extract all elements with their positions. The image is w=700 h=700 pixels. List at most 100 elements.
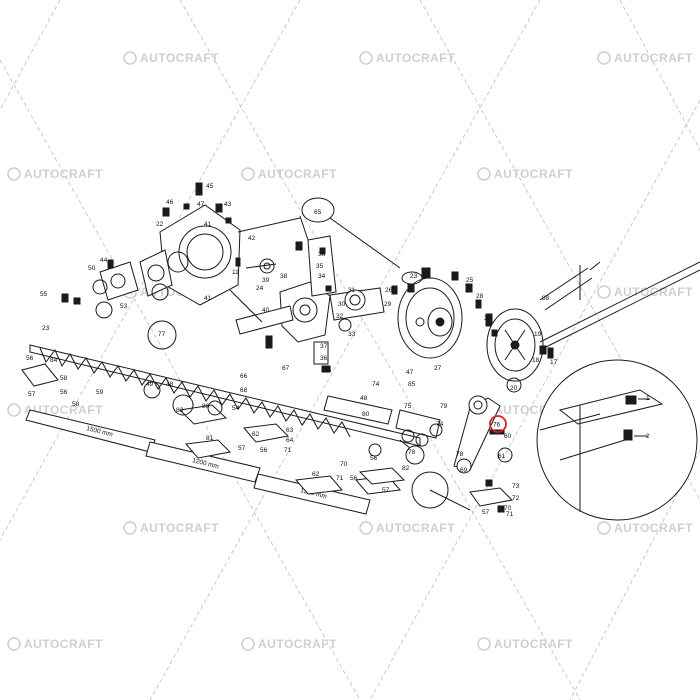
svg-text:44: 44 bbox=[100, 257, 108, 264]
svg-text:AUTOCRAFT: AUTOCRAFT bbox=[376, 521, 455, 535]
svg-text:37: 37 bbox=[320, 343, 328, 350]
watermark-logo: AUTOCRAFT bbox=[477, 637, 573, 651]
svg-text:47: 47 bbox=[197, 201, 205, 208]
svg-text:AUTOCRAFT: AUTOCRAFT bbox=[614, 51, 693, 65]
svg-text:AUTOCRAFT: AUTOCRAFT bbox=[140, 521, 219, 535]
svg-text:1: 1 bbox=[646, 395, 650, 402]
svg-text:62: 62 bbox=[312, 471, 320, 478]
svg-text:80: 80 bbox=[362, 411, 370, 418]
svg-text:32: 32 bbox=[336, 313, 344, 320]
inset-detail bbox=[536, 359, 698, 521]
svg-text:18: 18 bbox=[532, 357, 540, 364]
svg-text:AUTOCRAFT: AUTOCRAFT bbox=[494, 167, 573, 181]
svg-text:86: 86 bbox=[202, 403, 210, 410]
watermark-logo: AUTOCRAFT bbox=[241, 167, 337, 181]
svg-text:59: 59 bbox=[96, 389, 104, 396]
svg-text:63: 63 bbox=[286, 427, 294, 434]
svg-text:26: 26 bbox=[385, 287, 393, 294]
svg-text:73: 73 bbox=[512, 483, 520, 490]
svg-text:23: 23 bbox=[410, 273, 418, 280]
svg-text:34: 34 bbox=[318, 273, 326, 280]
svg-text:61: 61 bbox=[498, 453, 506, 460]
svg-text:24: 24 bbox=[256, 285, 264, 292]
svg-text:AUTOCRAFT: AUTOCRAFT bbox=[24, 167, 103, 181]
svg-text:67: 67 bbox=[282, 365, 290, 372]
svg-text:40: 40 bbox=[262, 307, 270, 314]
svg-text:31: 31 bbox=[348, 287, 356, 294]
svg-text:75: 75 bbox=[404, 403, 412, 410]
svg-text:56: 56 bbox=[260, 447, 268, 454]
callouts: 45 46 47 43 22 41 42 44 50 11 39 55 53 4… bbox=[26, 183, 650, 518]
svg-text:58: 58 bbox=[60, 375, 68, 382]
watermark-logo: AUTOCRAFT bbox=[359, 51, 455, 65]
svg-text:21: 21 bbox=[484, 315, 492, 322]
svg-text:79: 79 bbox=[440, 403, 448, 410]
watermark-logo: AUTOCRAFT bbox=[359, 521, 455, 535]
svg-text:62: 62 bbox=[252, 431, 260, 438]
svg-text:2: 2 bbox=[646, 433, 650, 440]
watermark-logo: AUTOCRAFT bbox=[7, 403, 103, 417]
highlight-label: 76 bbox=[493, 422, 501, 429]
cutter-bar: 1500 mm 1200 mm 1500 mm bbox=[21, 344, 421, 515]
svg-text:57: 57 bbox=[238, 445, 246, 452]
svg-text:41: 41 bbox=[204, 295, 212, 302]
svg-text:30: 30 bbox=[338, 301, 346, 308]
svg-text:71: 71 bbox=[506, 511, 514, 518]
gearbox-housing bbox=[61, 182, 277, 319]
svg-text:39: 39 bbox=[262, 277, 270, 284]
svg-text:72: 72 bbox=[512, 495, 520, 502]
watermark-layer: AUTOCRAFT AUTOCRAFT AUTOCRAFT AUTOCRAFT … bbox=[7, 51, 693, 651]
svg-text:27: 27 bbox=[434, 365, 442, 372]
drive-pulley bbox=[486, 261, 700, 382]
svg-text:35: 35 bbox=[324, 367, 332, 374]
svg-text:AUTOCRAFT: AUTOCRAFT bbox=[376, 51, 455, 65]
watermark-logo: AUTOCRAFT bbox=[123, 51, 219, 65]
svg-text:AUTOCRAFT: AUTOCRAFT bbox=[614, 285, 693, 299]
svg-text:50: 50 bbox=[88, 265, 96, 272]
svg-text:48: 48 bbox=[360, 395, 368, 402]
svg-text:56: 56 bbox=[26, 355, 34, 362]
svg-text:25: 25 bbox=[466, 277, 474, 284]
svg-text:45: 45 bbox=[206, 183, 214, 190]
svg-text:23: 23 bbox=[42, 325, 50, 332]
svg-text:57: 57 bbox=[28, 391, 36, 398]
center-crank-assembly bbox=[235, 197, 398, 373]
svg-text:68: 68 bbox=[240, 387, 248, 394]
svg-text:84: 84 bbox=[50, 357, 58, 364]
svg-text:56: 56 bbox=[370, 455, 378, 462]
svg-text:55: 55 bbox=[40, 291, 48, 298]
watermark-logo: AUTOCRAFT bbox=[241, 637, 337, 651]
svg-text:20: 20 bbox=[510, 385, 518, 392]
pitman-arm bbox=[323, 395, 514, 513]
svg-text:56: 56 bbox=[60, 389, 68, 396]
svg-text:70: 70 bbox=[504, 505, 512, 512]
svg-text:33: 33 bbox=[348, 331, 356, 338]
svg-text:74: 74 bbox=[372, 381, 380, 388]
svg-text:53: 53 bbox=[120, 303, 128, 310]
svg-text:11: 11 bbox=[232, 269, 239, 276]
svg-text:78: 78 bbox=[408, 449, 416, 456]
svg-text:71: 71 bbox=[284, 447, 292, 454]
svg-text:60: 60 bbox=[504, 433, 512, 440]
highlight-ring bbox=[489, 415, 507, 433]
svg-text:54: 54 bbox=[232, 405, 240, 412]
svg-text:AUTOCRAFT: AUTOCRAFT bbox=[258, 167, 337, 181]
highlighted-part-76[interactable]: 76 bbox=[489, 415, 507, 433]
svg-text:66: 66 bbox=[240, 373, 248, 380]
svg-text:28: 28 bbox=[476, 293, 484, 300]
svg-text:AUTOCRAFT: AUTOCRAFT bbox=[24, 637, 103, 651]
svg-text:AUTOCRAFT: AUTOCRAFT bbox=[258, 637, 337, 651]
svg-text:69: 69 bbox=[460, 467, 468, 474]
svg-text:78: 78 bbox=[456, 451, 464, 458]
watermark-logo: AUTOCRAFT bbox=[7, 637, 103, 651]
svg-text:AUTOCRAFT: AUTOCRAFT bbox=[140, 51, 219, 65]
watermark-logo: AUTOCRAFT bbox=[123, 521, 219, 535]
svg-text:64: 64 bbox=[286, 437, 294, 444]
svg-text:57: 57 bbox=[482, 509, 490, 516]
svg-text:29: 29 bbox=[384, 301, 392, 308]
svg-text:35: 35 bbox=[316, 263, 324, 270]
svg-text:36: 36 bbox=[320, 355, 328, 362]
svg-text:42: 42 bbox=[248, 235, 256, 242]
